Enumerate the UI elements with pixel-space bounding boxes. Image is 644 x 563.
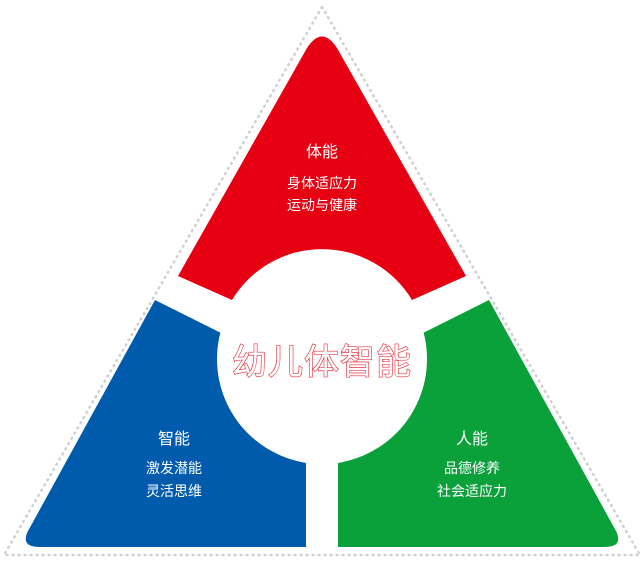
segment-top-line-1: 身体适应力 [287,175,357,192]
segment-right-title: 人能 [456,429,488,448]
segment-top-red [178,36,466,300]
segment-right-line-2: 社会适应力 [437,483,507,500]
center-circle [217,254,427,464]
segment-left-line-2: 灵活思维 [146,484,202,500]
segment-bottom-right-green [338,300,619,547]
center-title: 幼儿体智能 [232,343,412,383]
center-stem [306,440,338,550]
segment-left-line-1: 激发潜能 [146,460,202,477]
segment-top-line-2: 运动与健康 [287,197,357,214]
segment-left-title: 智能 [158,429,190,448]
segment-bottom-left-blue [25,300,306,547]
outer-dotted-outline [2,5,642,557]
segment-top-title: 体能 [306,142,338,161]
segment-right-line-1: 品德修养 [444,461,500,477]
